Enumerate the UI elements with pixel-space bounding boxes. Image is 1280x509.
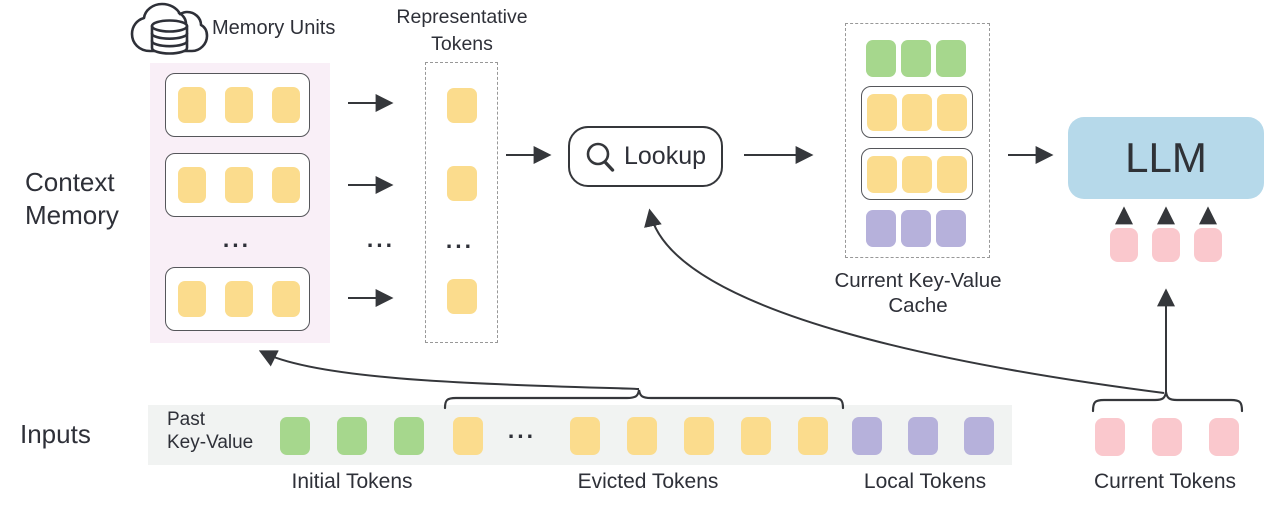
purple-token [901, 210, 931, 247]
representative-tokens-label: Representative Tokens [396, 6, 528, 55]
search-icon [586, 142, 615, 172]
pink-token [1152, 418, 1182, 456]
context-memory-label: Context Memory [25, 167, 119, 230]
yellow-token [684, 417, 714, 455]
yellow-token [272, 281, 300, 317]
pink-token [1152, 228, 1180, 262]
llm-input-tokens [1110, 228, 1222, 262]
yellow-token [178, 87, 206, 123]
context-memory-panel: ... [150, 63, 330, 343]
inputs-label: Inputs [20, 419, 91, 449]
yellow-token [225, 167, 253, 203]
yellow-token [902, 93, 932, 131]
lookup-label: Lookup [623, 142, 707, 170]
pink-token [1209, 418, 1239, 456]
local-tokens-label: Local Tokens [863, 470, 987, 493]
local-tokens-group [852, 417, 994, 455]
green-token [901, 40, 931, 77]
cache-local-row [866, 210, 966, 247]
pink-token [1194, 228, 1222, 262]
yellow-token [225, 281, 253, 317]
purple-token [936, 210, 966, 247]
current-tokens-label: Current Tokens [1093, 470, 1237, 493]
yellow-token [178, 281, 206, 317]
llm-box: LLM [1068, 117, 1264, 199]
initial-tokens-label: Initial Tokens [291, 470, 413, 493]
current-tokens-group [1095, 418, 1239, 456]
memory-unit [165, 73, 310, 137]
cache-retrieved-unit [861, 86, 973, 138]
purple-token [964, 417, 994, 455]
green-token [280, 417, 310, 455]
yellow-token [937, 93, 967, 131]
memory-unit [165, 267, 310, 331]
lookup-button: Lookup [568, 126, 723, 187]
between-ellipsis: ... [366, 226, 396, 252]
purple-token [908, 417, 938, 455]
strip-ellipsis: ... [507, 417, 537, 443]
yellow-token [570, 417, 600, 455]
representative-ellipsis: ... [445, 227, 475, 253]
yellow-token [447, 166, 477, 201]
green-token [337, 417, 367, 455]
pink-token [1110, 228, 1138, 262]
cache-retrieved-unit [861, 148, 973, 200]
current-kv-cache-box [845, 23, 990, 258]
yellow-token [937, 155, 967, 193]
current-tokens-brace [1091, 391, 1244, 413]
green-token [394, 417, 424, 455]
yellow-token [225, 87, 253, 123]
evicted-tokens-head [453, 417, 483, 455]
memory-units-label: Memory Units [212, 17, 336, 39]
green-token [866, 40, 896, 77]
evicted-to-memory-curve [258, 350, 640, 390]
yellow-token [178, 167, 206, 203]
memory-unit [165, 153, 310, 217]
yellow-token [453, 417, 483, 455]
yellow-token [272, 167, 300, 203]
yellow-token [867, 155, 897, 193]
past-kv-label: Past Key-Value [167, 409, 254, 453]
llm-label: LLM [1125, 134, 1207, 181]
yellow-token [902, 155, 932, 193]
initial-tokens-group [280, 417, 424, 455]
evicted-tokens-label: Evicted Tokens [577, 470, 719, 493]
yellow-token [867, 93, 897, 131]
representative-tokens-box: ... [425, 62, 498, 343]
evicted-tokens-group [570, 417, 828, 455]
yellow-token [272, 87, 300, 123]
pink-token [1095, 418, 1125, 456]
memory-units-ellipsis: ... [222, 226, 252, 252]
cloud-database-icon [130, 2, 209, 55]
yellow-token [627, 417, 657, 455]
purple-token [866, 210, 896, 247]
cache-initial-row [866, 40, 966, 77]
green-token [936, 40, 966, 77]
yellow-token [447, 88, 477, 123]
yellow-token [447, 279, 477, 314]
yellow-token [741, 417, 771, 455]
purple-token [852, 417, 882, 455]
current-kv-cache-label: Current Key-Value Cache [834, 269, 1002, 317]
yellow-token [798, 417, 828, 455]
